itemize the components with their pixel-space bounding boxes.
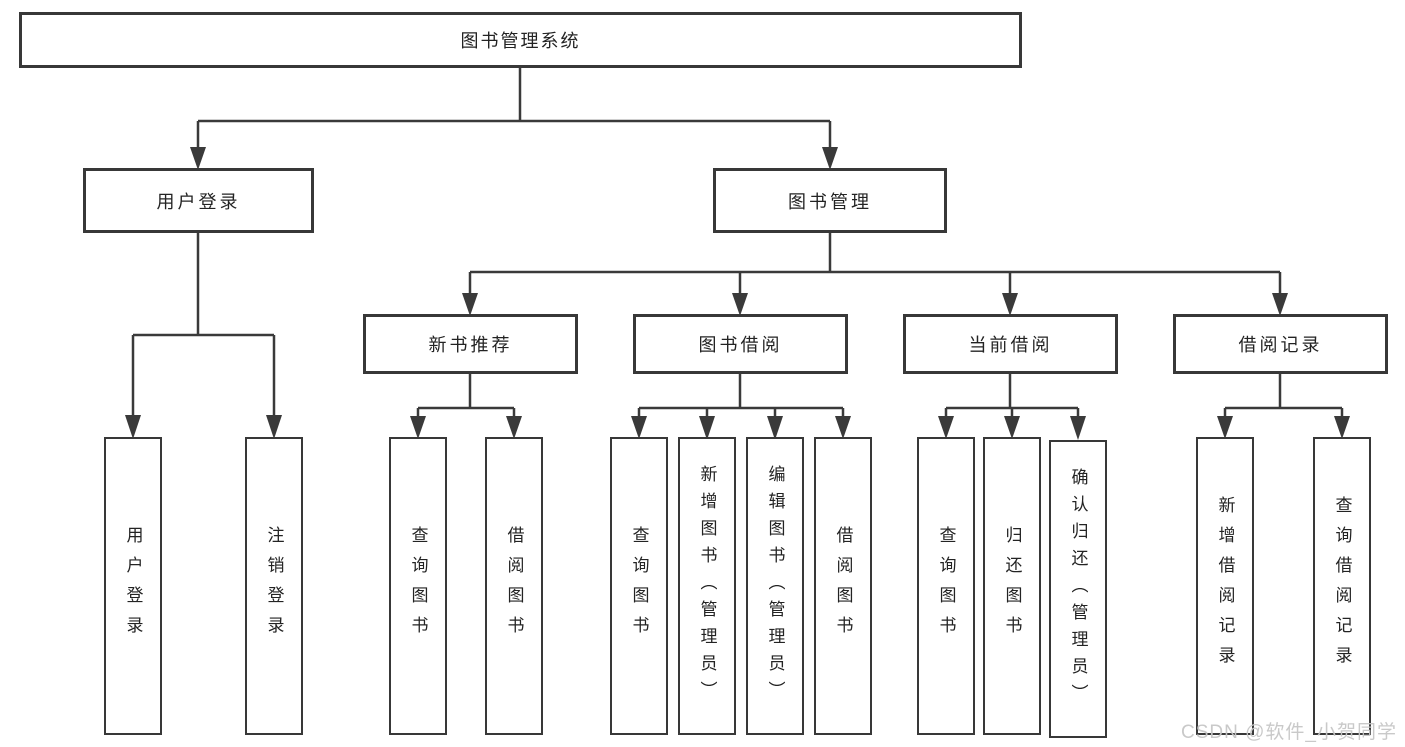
- node-current-borrow: 当前借阅: [903, 314, 1118, 374]
- leaf-label: 借阅图书: [833, 526, 853, 646]
- node-book-management-branch: 图书管理: [713, 168, 947, 233]
- node-root-system: 图书管理系统: [19, 12, 1022, 68]
- leaf-label: 查询图书: [408, 526, 428, 646]
- node-label: 用户登录: [156, 191, 241, 212]
- leaf-add-borrow-record: 新增借阅记录: [1196, 437, 1254, 735]
- leaf-label: 查询图书: [936, 526, 956, 646]
- leaf-label: 新增借阅记录: [1215, 496, 1235, 676]
- node-new-book-recommend: 新书推荐: [363, 314, 578, 374]
- leaf-query-books-2: 查询图书: [610, 437, 668, 735]
- leaf-borrow-books-1: 借阅图书: [485, 437, 543, 735]
- leaf-label: 用户登录: [123, 526, 143, 646]
- node-user-login-branch: 用户登录: [83, 168, 314, 233]
- leaf-return-book: 归还图书: [983, 437, 1041, 735]
- node-borrow-records: 借阅记录: [1173, 314, 1388, 374]
- node-label: 图书管理: [788, 191, 872, 212]
- leaf-logout: 注销登录: [245, 437, 303, 735]
- leaf-label: 注销登录: [264, 526, 284, 646]
- leaf-edit-book-admin: 编辑图书（管理员）: [746, 437, 804, 735]
- leaf-confirm-return-admin: 确认归还（管理员）: [1049, 440, 1107, 738]
- leaf-label: 新增图书（管理员）: [697, 464, 717, 708]
- leaf-user-login: 用户登录: [104, 437, 162, 735]
- arrowhead-icons: [125, 147, 1350, 440]
- node-label: 图书借阅: [698, 335, 783, 355]
- node-label: 借阅记录: [1238, 335, 1323, 355]
- leaf-label: 确认归还（管理员）: [1068, 467, 1088, 711]
- node-book-borrow: 图书借阅: [633, 314, 848, 374]
- leaf-query-books-1: 查询图书: [389, 437, 447, 735]
- leaf-label: 编辑图书（管理员）: [765, 464, 785, 708]
- node-root-label: 图书管理系统: [460, 31, 581, 51]
- node-label: 当前借阅: [968, 335, 1053, 355]
- leaf-query-borrow-record: 查询借阅记录: [1313, 437, 1371, 735]
- node-label: 新书推荐: [428, 335, 513, 355]
- leaf-label: 借阅图书: [504, 526, 524, 646]
- leaf-add-book-admin: 新增图书（管理员）: [678, 437, 736, 735]
- leaf-query-books-3: 查询图书: [917, 437, 975, 735]
- leaf-borrow-books-2: 借阅图书: [814, 437, 872, 735]
- leaf-label: 归还图书: [1002, 526, 1022, 646]
- leaf-label: 查询图书: [629, 526, 649, 646]
- leaf-label: 查询借阅记录: [1332, 496, 1352, 676]
